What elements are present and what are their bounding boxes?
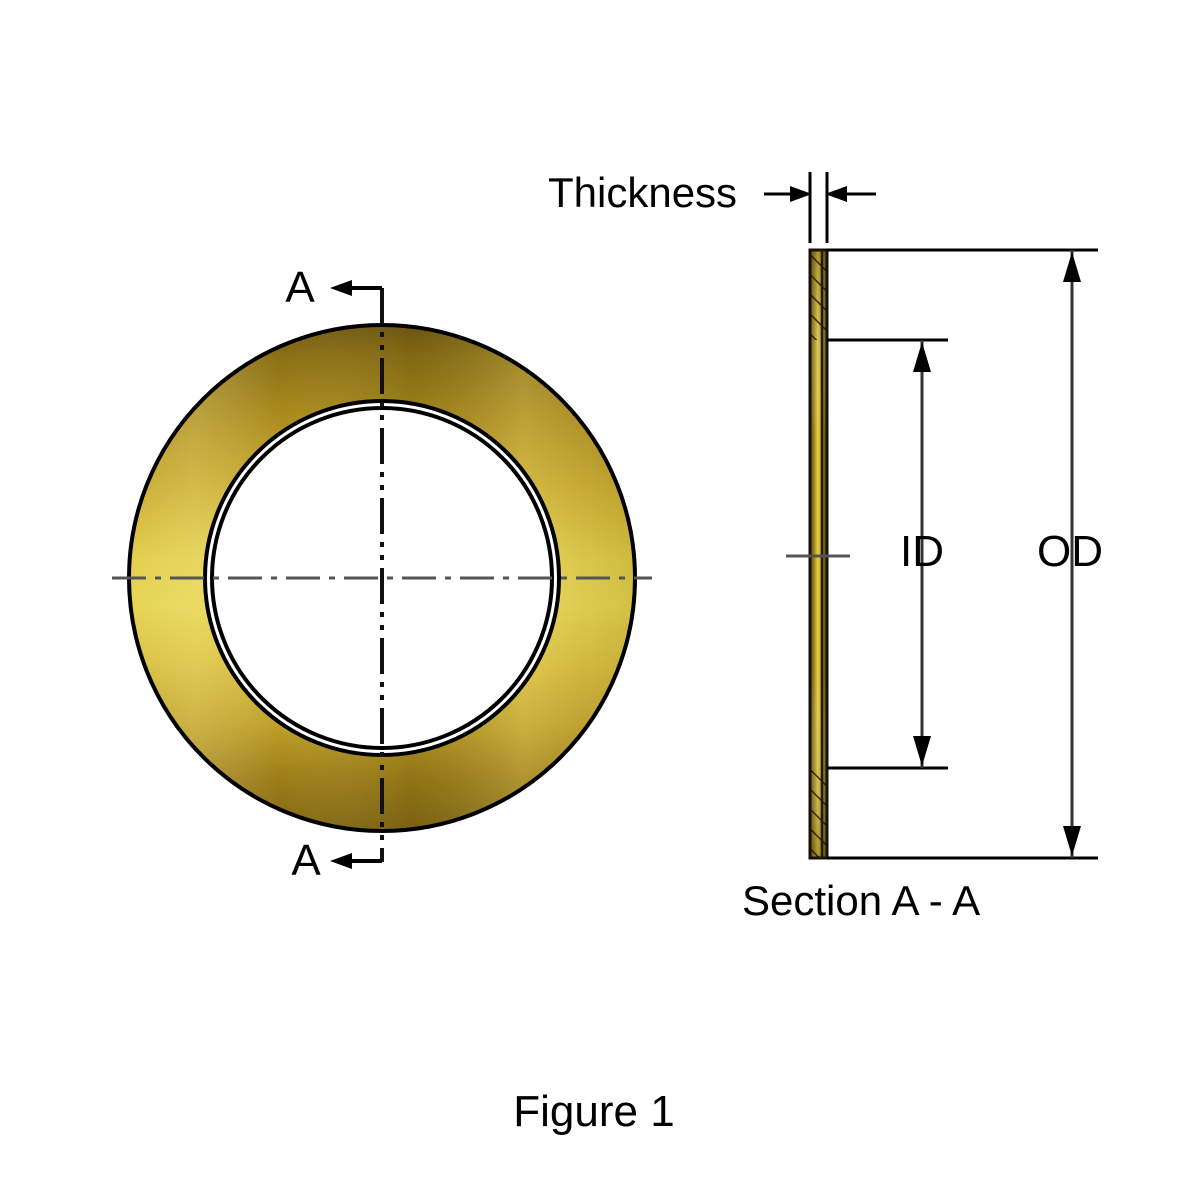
thickness-dimension: [764, 172, 876, 243]
od-label: OD: [1037, 527, 1103, 576]
section-hatch-bottom: [810, 768, 827, 858]
thickness-label: Thickness: [548, 169, 737, 216]
od-dimension: [827, 248, 1098, 860]
section-arrow-bottom: [330, 853, 382, 869]
section-strip-shade: [810, 250, 827, 858]
figure-caption: Figure 1: [513, 1087, 674, 1136]
section-strip-outline: [808, 248, 829, 860]
id-dimension: [827, 338, 948, 770]
section-mark-bottom-label: A: [291, 836, 321, 885]
washer-front-view: A A: [112, 263, 652, 885]
section-mark-top-label: A: [285, 263, 315, 312]
id-label: ID: [900, 527, 944, 576]
section-title: Section A - A: [742, 877, 980, 924]
section-hatch-top: [810, 250, 827, 340]
washer-section-view: Thickness ID OD Sectio: [548, 169, 1103, 924]
section-arrow-top: [330, 280, 382, 296]
